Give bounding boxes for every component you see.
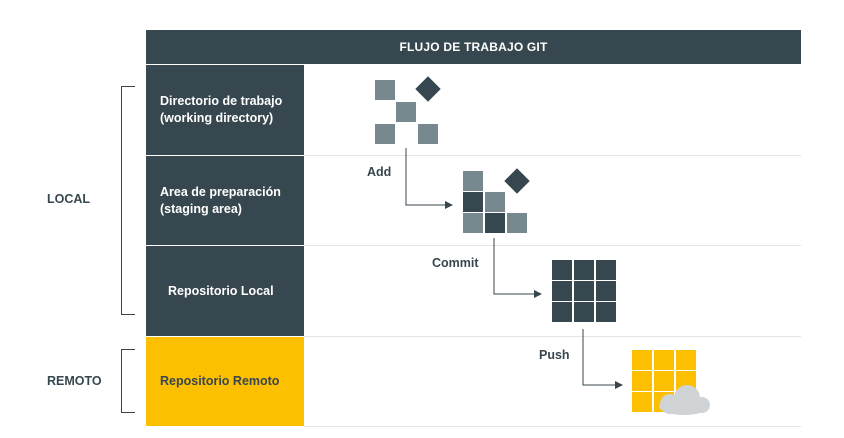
stage-remote-repository: Repositorio Remoto xyxy=(146,337,304,426)
stage-staging-area-sublabel: (staging area) xyxy=(160,201,242,216)
step-label-add: Add xyxy=(367,165,392,179)
local-bracket xyxy=(121,86,135,315)
row-divider xyxy=(304,245,801,246)
stage-staging-area: Area de preparación (staging area) xyxy=(146,156,304,245)
stage-local-repository-label: Repositorio Local xyxy=(168,283,274,298)
commit-arrow xyxy=(493,238,542,298)
stage-working-directory: Directorio de trabajo (working directory… xyxy=(146,65,304,155)
row-divider xyxy=(304,155,801,156)
step-label-push: Push xyxy=(539,348,570,362)
step-label-commit: Commit xyxy=(432,256,479,270)
stage-local-repository: Repositorio Local xyxy=(146,246,304,336)
row-divider xyxy=(304,336,801,337)
local-repository-grid-icon xyxy=(552,260,616,322)
staging-area-files-icon xyxy=(463,168,530,233)
push-arrow xyxy=(582,329,623,389)
group-label-remote: REMOTO xyxy=(47,374,102,388)
row-divider xyxy=(304,426,801,427)
group-label-local: LOCAL xyxy=(47,192,91,206)
stage-remote-repository-label: Repositorio Remoto xyxy=(160,374,280,388)
stage-staging-area-label: Area de preparación xyxy=(160,184,281,199)
diagram-title: FLUJO DE TRABAJO GIT xyxy=(146,30,801,64)
cloud-icon xyxy=(659,385,710,415)
stage-working-directory-sublabel: (working directory) xyxy=(160,111,274,125)
stage-working-directory-label: Directorio de trabajo xyxy=(160,94,283,108)
remote-bracket xyxy=(121,349,135,413)
add-arrow xyxy=(405,148,453,209)
working-directory-files-icon xyxy=(375,76,441,144)
remote-repository-grid-icon xyxy=(632,350,696,412)
